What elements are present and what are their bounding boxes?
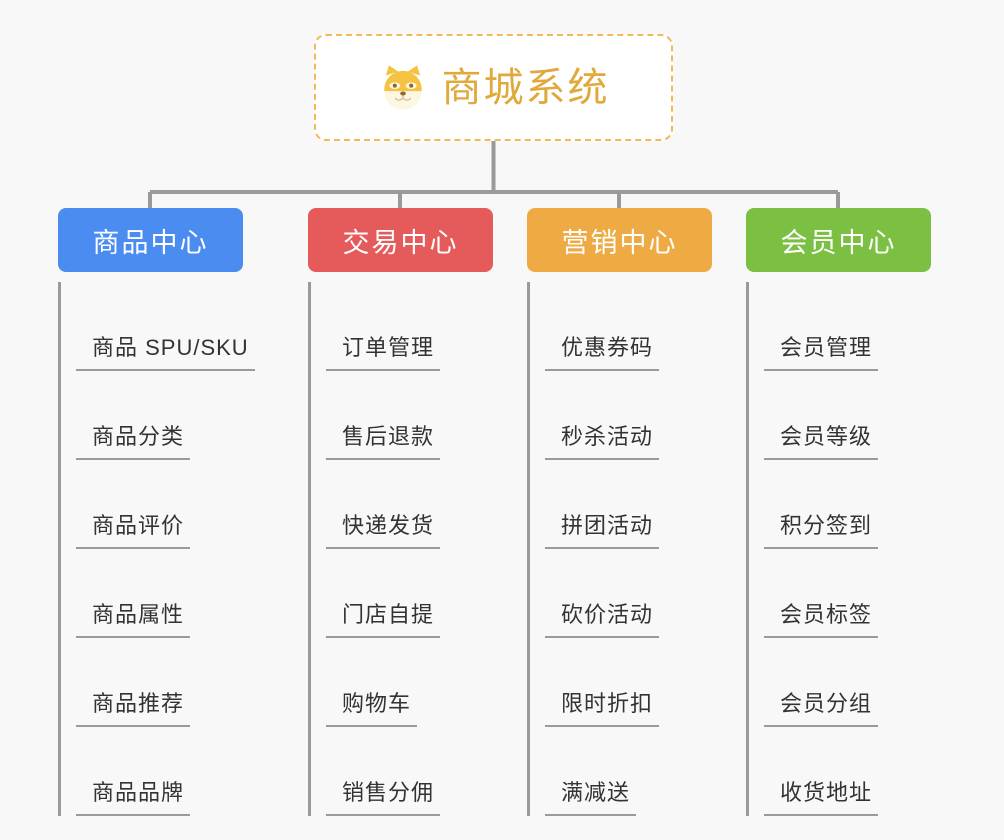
leaf-label: 门店自提 bbox=[326, 597, 441, 638]
leaf-item[interactable]: 会员分组 bbox=[764, 638, 931, 727]
leaf-item[interactable]: 拼团活动 bbox=[545, 460, 712, 549]
branch-商品中心: 商品中心 商品 SPU/SKU 商品分类 商品评价 商品属性 商品推荐 商品品牌 bbox=[58, 208, 255, 816]
branch-header-label: 营销中心 bbox=[561, 227, 678, 258]
leaf-label: 销售分佣 bbox=[326, 775, 441, 816]
leaf-label: 拼团活动 bbox=[545, 508, 660, 549]
leaf-label: 商品评价 bbox=[76, 508, 191, 549]
leaf-label: 收货地址 bbox=[764, 775, 879, 816]
leaf-label: 优惠券码 bbox=[545, 330, 660, 371]
branch-item-list-1: 订单管理 售后退款 快递发货 门店自提 购物车 销售分佣 bbox=[308, 282, 493, 816]
branch-header-label: 会员中心 bbox=[780, 227, 897, 258]
branch-会员中心: 会员中心 会员管理 会员等级 积分签到 会员标签 会员分组 收货地址 bbox=[746, 208, 931, 816]
leaf-label: 会员管理 bbox=[764, 330, 879, 371]
root-node[interactable]: 商城系统 bbox=[314, 34, 673, 141]
leaf-label: 会员等级 bbox=[764, 419, 879, 460]
leaf-item[interactable]: 门店自提 bbox=[326, 549, 493, 638]
leaf-item[interactable]: 商品评价 bbox=[76, 460, 243, 549]
branch-header-label: 交易中心 bbox=[342, 227, 459, 258]
leaf-label: 商品 SPU/SKU bbox=[76, 330, 255, 371]
leaf-item[interactable]: 商品分类 bbox=[76, 371, 243, 460]
branch-header-1[interactable]: 交易中心 bbox=[308, 208, 493, 272]
leaf-item[interactable]: 收货地址 bbox=[764, 727, 931, 816]
leaf-item[interactable]: 满减送 bbox=[545, 727, 712, 816]
leaf-item[interactable]: 商品推荐 bbox=[76, 638, 243, 727]
branch-header-0[interactable]: 商品中心 bbox=[58, 208, 243, 272]
leaf-label: 购物车 bbox=[326, 686, 418, 727]
leaf-item[interactable]: 限时折扣 bbox=[545, 638, 712, 727]
leaf-item[interactable]: 砍价活动 bbox=[545, 549, 712, 638]
leaf-label: 会员标签 bbox=[764, 597, 879, 638]
leaf-label: 积分签到 bbox=[764, 508, 879, 549]
leaf-item[interactable]: 销售分佣 bbox=[326, 727, 493, 816]
leaf-item[interactable]: 会员等级 bbox=[764, 371, 931, 460]
leaf-item[interactable]: 会员标签 bbox=[764, 549, 931, 638]
branch-item-list-2: 优惠券码 秒杀活动 拼团活动 砍价活动 限时折扣 满减送 bbox=[527, 282, 712, 816]
branch-header-3[interactable]: 会员中心 bbox=[746, 208, 931, 272]
leaf-item[interactable]: 积分签到 bbox=[764, 460, 931, 549]
leaf-label: 满减送 bbox=[545, 775, 637, 816]
shiba-dog-icon bbox=[383, 64, 422, 110]
leaf-label: 会员分组 bbox=[764, 686, 879, 727]
leaf-label: 售后退款 bbox=[326, 419, 441, 460]
leaf-item[interactable]: 商品品牌 bbox=[76, 727, 243, 816]
leaf-label: 砍价活动 bbox=[545, 597, 660, 638]
leaf-item[interactable]: 商品 SPU/SKU bbox=[76, 282, 255, 371]
leaf-label: 秒杀活动 bbox=[545, 419, 660, 460]
branch-营销中心: 营销中心 优惠券码 秒杀活动 拼团活动 砍价活动 限时折扣 满减送 bbox=[527, 208, 712, 816]
leaf-item[interactable]: 购物车 bbox=[326, 638, 493, 727]
leaf-label: 限时折扣 bbox=[545, 686, 660, 727]
leaf-item[interactable]: 订单管理 bbox=[326, 282, 493, 371]
branch-item-list-3: 会员管理 会员等级 积分签到 会员标签 会员分组 收货地址 bbox=[746, 282, 931, 816]
leaf-item[interactable]: 会员管理 bbox=[764, 282, 931, 371]
leaf-label: 商品属性 bbox=[76, 597, 191, 638]
leaf-label: 订单管理 bbox=[326, 330, 441, 371]
leaf-label: 商品分类 bbox=[76, 419, 191, 460]
leaf-label: 商品品牌 bbox=[76, 775, 191, 816]
leaf-item[interactable]: 优惠券码 bbox=[545, 282, 712, 371]
leaf-item[interactable]: 快递发货 bbox=[326, 460, 493, 549]
branch-交易中心: 交易中心 订单管理 售后退款 快递发货 门店自提 购物车 销售分佣 bbox=[308, 208, 493, 816]
leaf-item[interactable]: 售后退款 bbox=[326, 371, 493, 460]
branch-header-label: 商品中心 bbox=[92, 227, 209, 258]
leaf-item[interactable]: 秒杀活动 bbox=[545, 371, 712, 460]
branch-header-2[interactable]: 营销中心 bbox=[527, 208, 712, 272]
root-title: 商城系统 bbox=[441, 65, 610, 110]
leaf-item[interactable]: 商品属性 bbox=[76, 549, 243, 638]
leaf-label: 商品推荐 bbox=[76, 686, 191, 727]
leaf-label: 快递发货 bbox=[326, 508, 441, 549]
branch-item-list-0: 商品 SPU/SKU 商品分类 商品评价 商品属性 商品推荐 商品品牌 bbox=[58, 282, 255, 816]
